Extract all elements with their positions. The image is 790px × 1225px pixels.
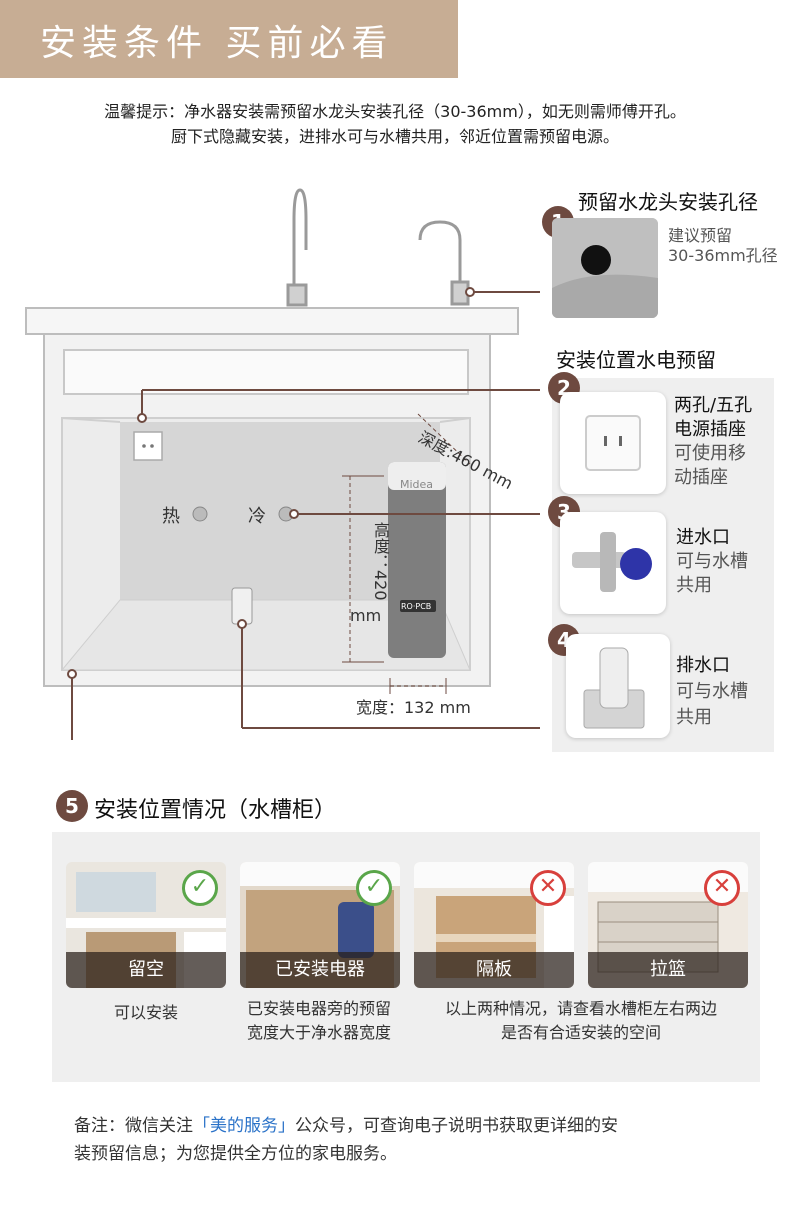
- case-photo-shelf: 隔板 ✕: [414, 862, 574, 988]
- tip-line-1: 温馨提示：净水器安装需预留水龙头安装孔径（30-36mm），如无则需师傅开孔。: [104, 102, 686, 121]
- step2-title2: 电源插座: [674, 419, 746, 440]
- step3-title: 进水口: [676, 527, 730, 548]
- footer-note-line-2: 装预留信息；为您提供全方位的家电服务。: [74, 1144, 397, 1164]
- drain-card: [566, 634, 670, 738]
- header-banner: [0, 0, 458, 78]
- hot-label: 热: [162, 506, 180, 527]
- step4-sub2: 共用: [676, 707, 712, 728]
- step1-sub1: 建议预留: [668, 226, 733, 245]
- case-label-4: 拉篮: [588, 952, 748, 988]
- socket-card: [560, 392, 666, 494]
- case-label-1: 留空: [66, 952, 226, 988]
- case-label-2: 已安装电器: [240, 952, 400, 988]
- cabinet-drawing: [25, 188, 559, 788]
- socket-icon: [133, 431, 163, 461]
- page-title: 安装条件 买前必看: [40, 23, 394, 64]
- device-display: RO·PCB: [401, 602, 432, 611]
- step1-title: 预留水龙头安装孔径: [578, 190, 758, 214]
- step5-title: 安装位置情况（水槽柜）: [94, 798, 337, 823]
- case-label-3: 隔板: [414, 952, 574, 988]
- case-photo-empty: 留空 ✓: [66, 862, 226, 988]
- inlet-valve-icon: [572, 532, 652, 592]
- height-unit-label: mm: [350, 606, 382, 625]
- step1-sub2: 30-36mm孔径: [668, 246, 778, 265]
- note-prefix: 备注：微信关注: [74, 1116, 193, 1136]
- hot-valve-icon: [192, 506, 208, 522]
- height-label: 高度：420: [371, 522, 390, 601]
- drain-pipe-icon: [231, 587, 253, 625]
- inlet-card: [560, 512, 666, 614]
- check-icon: ✓: [356, 870, 392, 906]
- section2-title: 安装位置水电预留: [556, 348, 716, 372]
- step5-number: 5: [56, 790, 88, 822]
- sink-faucet-icon: [286, 188, 308, 307]
- case-caption-2b: 宽度大于净水器宽度: [246, 1023, 391, 1042]
- footer-note-line-1: 备注：微信关注「美的服务」公众号，可查询电子说明书获取更详细的安: [74, 1112, 618, 1140]
- floor-drain-icon: [583, 647, 645, 729]
- step4-title: 排水口: [676, 655, 730, 676]
- step2-title1: 两孔/五孔: [674, 395, 753, 416]
- cross-icon: ✕: [704, 870, 740, 906]
- faucet-hole-photo: [552, 218, 658, 318]
- note-suffix: 公众号，可查询电子说明书获取更详细的安: [295, 1116, 618, 1136]
- case-photo-appliance: 已安装电器 ✓: [240, 862, 400, 988]
- purifier-device: [388, 462, 446, 658]
- case-caption-3b: 是否有合适安装的空间: [500, 1023, 661, 1042]
- step3-sub2: 共用: [676, 575, 712, 596]
- purifier-faucet-icon: [418, 220, 470, 306]
- power-socket-icon: [585, 415, 641, 471]
- case-caption-1: 可以安装: [113, 1003, 178, 1022]
- step2-sub1: 可使用移: [674, 443, 746, 464]
- hole-icon: [552, 218, 658, 318]
- device-brand: Midea: [400, 478, 434, 491]
- case-photo-basket: 拉篮 ✕: [588, 862, 748, 988]
- cabinet-illustration: [0, 180, 559, 788]
- tip-line-2: 厨下式隐藏安装，进排水可与水槽共用，邻近位置需预留电源。: [170, 127, 619, 146]
- note-highlight-link[interactable]: 「美的服务」: [193, 1116, 295, 1136]
- case-caption-3a: 以上两种情况，请查看水槽柜左右两边: [444, 999, 717, 1018]
- cold-label: 冷: [248, 506, 266, 527]
- case-caption-2a: 已安装电器旁的预留: [246, 999, 391, 1018]
- width-label: 宽度：132 mm: [356, 698, 471, 717]
- step4-sub1: 可与水槽: [676, 681, 748, 702]
- cross-icon: ✕: [530, 870, 566, 906]
- step2-sub2: 动插座: [674, 467, 728, 488]
- check-icon: ✓: [182, 870, 218, 906]
- step3-sub1: 可与水槽: [676, 551, 748, 572]
